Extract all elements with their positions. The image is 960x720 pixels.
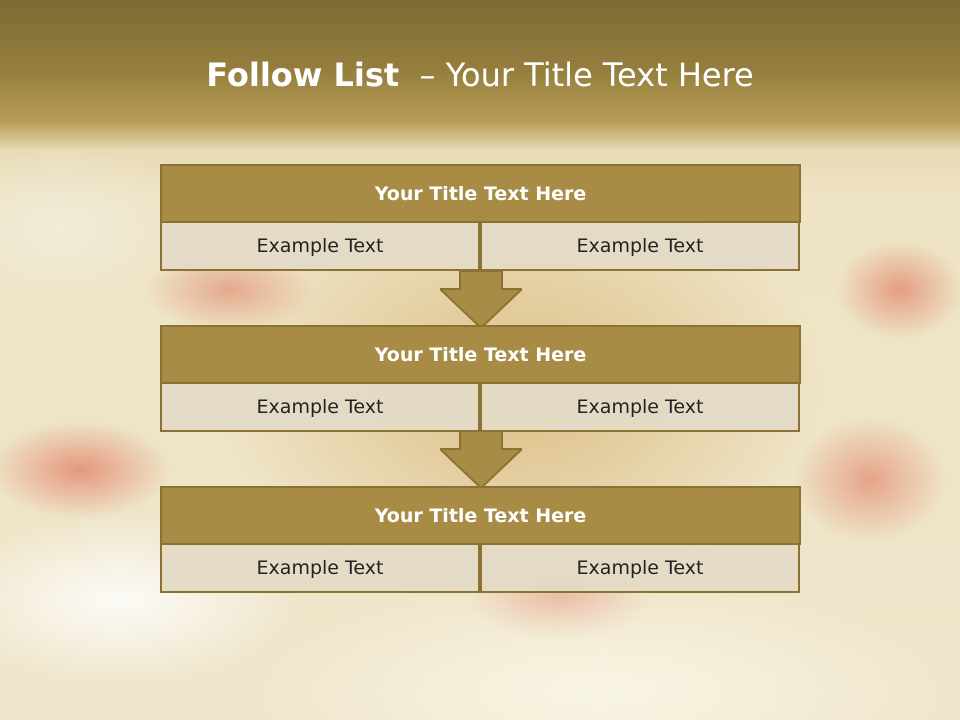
block-cell-left: Example Text (160, 221, 480, 271)
slide-title-bold: Follow List (206, 56, 400, 94)
list-block-2: Your Title Text Here Example Text Exampl… (160, 325, 801, 432)
block-cell-right: Example Text (480, 382, 800, 432)
block-title: Your Title Text Here (160, 164, 801, 223)
down-arrow-icon (440, 431, 522, 489)
list-block-1: Your Title Text Here Example Text Exampl… (160, 164, 801, 271)
list-block-3: Your Title Text Here Example Text Exampl… (160, 486, 801, 593)
block-cell-right: Example Text (480, 221, 800, 271)
title-bar (0, 0, 960, 150)
down-arrow-icon (440, 271, 522, 329)
slide-title: Follow List – Your Title Text Here (0, 52, 960, 98)
block-cell-left: Example Text (160, 382, 480, 432)
block-title: Your Title Text Here (160, 325, 801, 384)
block-title: Your Title Text Here (160, 486, 801, 545)
slide-title-rest: – Your Title Text Here (399, 56, 754, 94)
block-cell-left: Example Text (160, 543, 480, 593)
block-cell-right: Example Text (480, 543, 800, 593)
